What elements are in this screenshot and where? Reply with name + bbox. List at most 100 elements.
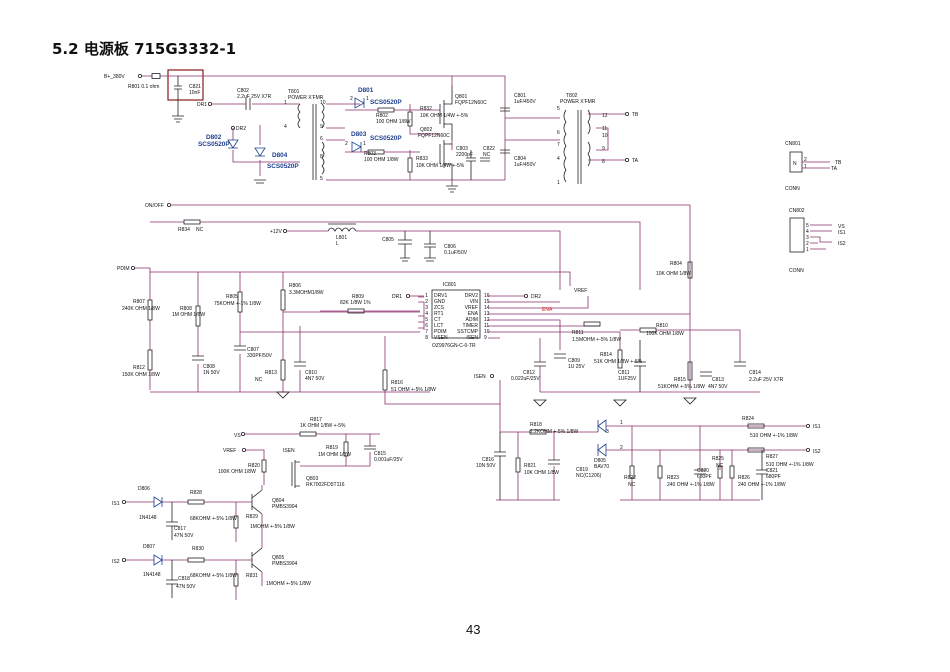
- cn802-pin-2: 2: [806, 241, 809, 247]
- cn802-box: [789, 217, 805, 253]
- c822-label: C822: [483, 146, 495, 152]
- q805-value: PMBS3904: [272, 561, 298, 567]
- svg-text:2: 2: [345, 141, 348, 147]
- c821-label: C821: [189, 84, 201, 90]
- board-model: 715G3332-1: [134, 40, 237, 58]
- r826-label: R826: [738, 475, 750, 481]
- r805-label: R805: [226, 294, 238, 300]
- ic801-pin-num-left: 4: [425, 311, 428, 317]
- ic801-pin-name-left: ZCS: [434, 305, 445, 311]
- r803-value: 100 OHM 1/8W: [364, 157, 399, 163]
- ic801-pin-num-left: 2: [425, 299, 428, 305]
- cn802-type: CONN: [789, 268, 804, 274]
- ic801-pin-name-right: VREF: [465, 305, 478, 311]
- svg-text:2: 2: [620, 445, 623, 451]
- svg-text:2: 2: [350, 96, 353, 102]
- svg-text:8: 8: [602, 159, 605, 165]
- r829-value: 1MOHM +-5% 1/8W: [250, 524, 295, 530]
- c807-value: 330PF/50V: [247, 353, 273, 359]
- c812-value: 0.022uF/25V: [511, 376, 540, 382]
- r804-label: R804: [670, 261, 682, 267]
- ic801-pin-num-left: 8: [425, 335, 428, 341]
- r815-value: 51KOHM +-5% 1/8W: [658, 384, 705, 390]
- r834-label: R834: [178, 227, 190, 233]
- c821-value: 10nF: [189, 90, 200, 96]
- cn802-net-is1: IS1: [838, 230, 846, 236]
- c809-value: 1U 25V: [568, 364, 585, 370]
- ic801-pin-num-left: 3: [425, 305, 428, 311]
- r817-label: R817: [310, 417, 322, 423]
- r829-label: R829: [246, 514, 258, 520]
- c812-label: C812: [523, 370, 535, 376]
- section-number: 5.2: [52, 40, 79, 58]
- net-is2-out: IS2: [813, 449, 821, 455]
- net-dr2: DR2: [236, 126, 246, 132]
- cn802-pin-5: 5: [806, 223, 809, 229]
- cn802-label: CN802: [789, 208, 805, 214]
- svg-text:10: 10: [602, 133, 608, 139]
- r801-resistor: [151, 73, 161, 79]
- d807-value: 1N4148: [143, 572, 161, 578]
- svg-text:6: 6: [557, 130, 560, 136]
- r824-label: R824: [742, 416, 754, 422]
- net-on-off: ON/OFF: [145, 203, 164, 209]
- r813-value: NC: [255, 377, 263, 383]
- r834-value: NC: [196, 227, 204, 233]
- d801-value: SCS0520P: [370, 99, 402, 106]
- d802-value: SCS0520P: [198, 141, 230, 148]
- cn802-net-is2: IS2: [838, 241, 846, 247]
- r814-label: R814: [600, 352, 612, 358]
- cn802-pin-3: 3: [806, 235, 809, 241]
- c815-label: C815: [374, 451, 386, 457]
- r825-label: R825: [712, 456, 724, 462]
- ic801-pin-num-left: 7: [425, 329, 428, 335]
- r810-value: 100K OHM 1/8W: [646, 331, 684, 337]
- r831-label: R831: [246, 573, 258, 579]
- cn801-n: N: [793, 161, 797, 167]
- q804-label: Q804: [272, 498, 284, 504]
- r823-label: R823: [667, 475, 679, 481]
- t802-value: POWER X'FMR: [560, 99, 596, 105]
- r812-value: 150K OHM 1/8W: [122, 372, 160, 378]
- r831-value: 1MOHM +-5% 1/8W: [266, 581, 311, 587]
- ic801-body: [431, 289, 481, 339]
- q803-value: RK7002FD5T116: [306, 482, 345, 488]
- r814-value: 51K OHM 1/8W +-5%: [594, 359, 643, 365]
- cn802-pin-1: 1: [806, 247, 809, 253]
- svg-text:5: 5: [320, 176, 323, 182]
- q803-label: Q803: [306, 476, 318, 482]
- d803-label: D803: [351, 131, 367, 138]
- ic801-pin-name-left: PDIM: [434, 329, 447, 335]
- r802-resistor: [377, 107, 395, 113]
- net-isen: ISEN: [474, 374, 486, 380]
- ic801-value: OZ9976GN-C-0-TR: [432, 343, 476, 349]
- highlight-box: [167, 69, 204, 101]
- net-isen-b: ISEN: [283, 448, 295, 454]
- r815-label: R815: [674, 377, 686, 383]
- c817-label: C817: [174, 526, 186, 532]
- cn801-net-tb: TB: [835, 160, 842, 166]
- c822-value: NC: [483, 152, 491, 158]
- net-dr1: DR1: [197, 102, 207, 108]
- c813-value: 4N7 50V: [708, 384, 728, 390]
- svg-text:1: 1: [366, 96, 369, 102]
- d807-label: D807: [143, 544, 155, 550]
- r808-label: R808: [180, 306, 192, 312]
- ic801-pin-name-right: ISEN: [466, 335, 478, 341]
- r816-label: R816: [391, 380, 403, 386]
- c810-value: 4N7 50V: [305, 376, 325, 382]
- c819-value: NC(C1206): [576, 473, 602, 479]
- svg-text:3: 3: [606, 429, 609, 435]
- ic801-pin-num-right: 16: [484, 293, 490, 299]
- net-tb: TB: [632, 112, 639, 118]
- c817-value: 47N 50V: [174, 533, 194, 539]
- t802-label: T802: [566, 93, 578, 99]
- r833-label: R833: [416, 156, 428, 162]
- r830-label: R830: [192, 546, 204, 552]
- d801-label: D801: [358, 87, 374, 94]
- ic801-pin-name-right: ENA: [468, 311, 479, 317]
- r805-value: 75KOHM +-1% 1/8W: [214, 301, 261, 307]
- ic801-pin-name-right: SSTCMP: [457, 329, 479, 335]
- svg-text:10: 10: [320, 100, 326, 106]
